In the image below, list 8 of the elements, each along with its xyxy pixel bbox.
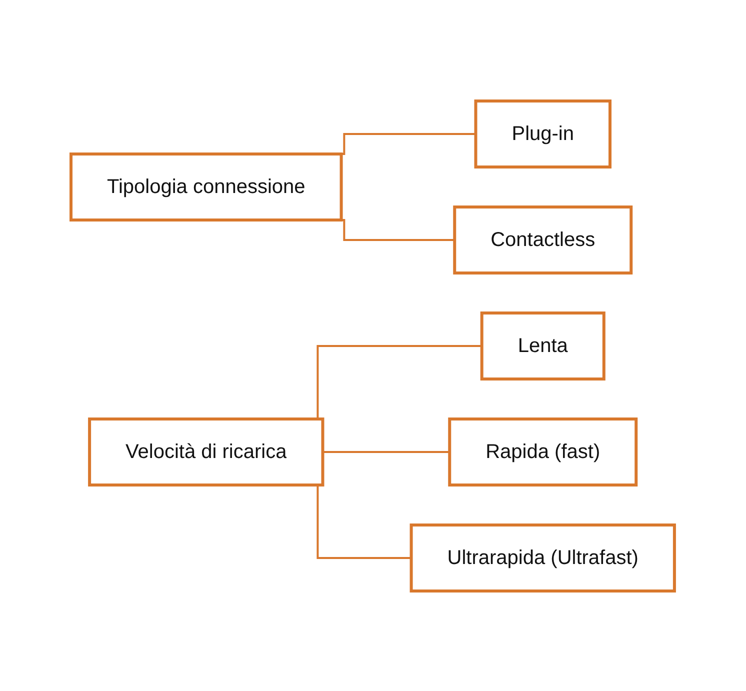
node-box: Plug-in — [474, 99, 612, 168]
node-box: Tipologia connessione — [70, 152, 344, 221]
node-box: Lenta — [480, 311, 606, 380]
node-box: Ultrarapida (Ultrafast) — [410, 523, 676, 592]
node-box: Rapida (fast) — [448, 417, 638, 486]
node-box: Contactless — [453, 205, 633, 274]
connector — [323, 450, 450, 452]
node-box: Velocità di ricarica — [88, 417, 324, 486]
